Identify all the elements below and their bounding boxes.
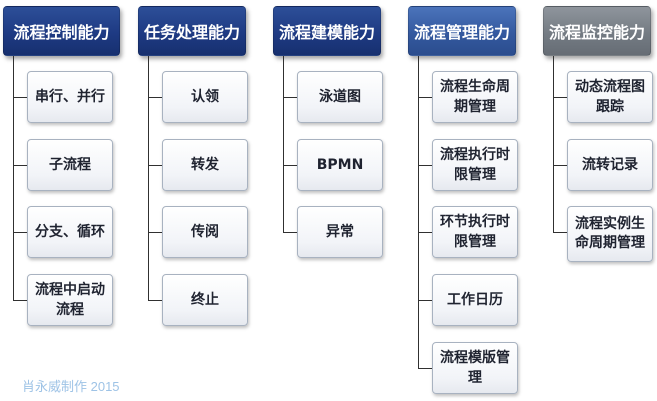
item-forward: 转发	[162, 139, 248, 191]
connector-vertical	[283, 56, 284, 232]
item-claim: 认领	[162, 71, 248, 123]
header-label: 流程建模能力	[278, 23, 375, 42]
connector-horizontal	[13, 165, 27, 166]
item-process-time-limit: 流程执行时限管理	[432, 139, 518, 191]
connector-horizontal	[283, 97, 297, 98]
item-instance-lifecycle: 流程实例生命周期管理	[567, 206, 653, 262]
connector-horizontal	[283, 165, 297, 166]
item-dynamic-tracking: 动态流程图跟踪	[567, 71, 653, 123]
connector-horizontal	[283, 232, 297, 233]
header-label: 流程控制能力	[13, 23, 110, 42]
item-branch-loop: 分支、循环	[27, 206, 113, 258]
header-label: 流程监控能力	[548, 23, 645, 42]
item-process-lifecycle: 流程生命周期管理	[432, 71, 518, 123]
header-label: 任务处理能力	[143, 23, 240, 42]
connector-horizontal	[148, 165, 162, 166]
header-flow-control: 流程控制能力	[3, 6, 120, 56]
connector-vertical	[13, 56, 14, 300]
header-process-monitoring: 流程监控能力	[543, 6, 651, 56]
watermark: 肖永威制作 2015	[22, 379, 120, 394]
connector-horizontal	[148, 97, 162, 98]
item-exception: 异常	[297, 206, 383, 258]
connector-horizontal	[148, 300, 162, 301]
item-subprocess: 子流程	[27, 139, 113, 191]
connector-horizontal	[418, 300, 432, 301]
item-transfer-record: 流转记录	[567, 139, 653, 191]
connector-vertical	[418, 56, 419, 368]
connector-horizontal	[553, 97, 567, 98]
connector-horizontal	[418, 232, 432, 233]
item-step-time-limit: 环节执行时限管理	[432, 206, 518, 258]
connector-horizontal	[418, 165, 432, 166]
connector-horizontal	[13, 300, 27, 301]
header-process-modeling: 流程建模能力	[273, 6, 381, 56]
header-task-processing: 任务处理能力	[138, 6, 246, 56]
item-terminate: 终止	[162, 274, 248, 326]
connector-horizontal	[418, 97, 432, 98]
item-work-calendar: 工作日历	[432, 274, 518, 326]
connector-horizontal	[148, 232, 162, 233]
item-swimlane: 泳道图	[297, 71, 383, 123]
connector-vertical	[148, 56, 149, 300]
connector-vertical	[553, 56, 554, 232]
item-bpmn: BPMN	[297, 139, 383, 191]
item-template-management: 流程模版管理	[432, 342, 518, 394]
connector-horizontal	[553, 232, 567, 233]
item-serial-parallel: 串行、并行	[27, 71, 113, 123]
connector-horizontal	[13, 232, 27, 233]
item-start-in-process: 流程中启动流程	[27, 274, 113, 326]
item-circulate: 传阅	[162, 206, 248, 258]
connector-horizontal	[418, 368, 432, 369]
header-label: 流程管理能力	[413, 23, 510, 42]
header-process-management: 流程管理能力	[408, 6, 516, 56]
connector-horizontal	[553, 165, 567, 166]
connector-horizontal	[13, 97, 27, 98]
